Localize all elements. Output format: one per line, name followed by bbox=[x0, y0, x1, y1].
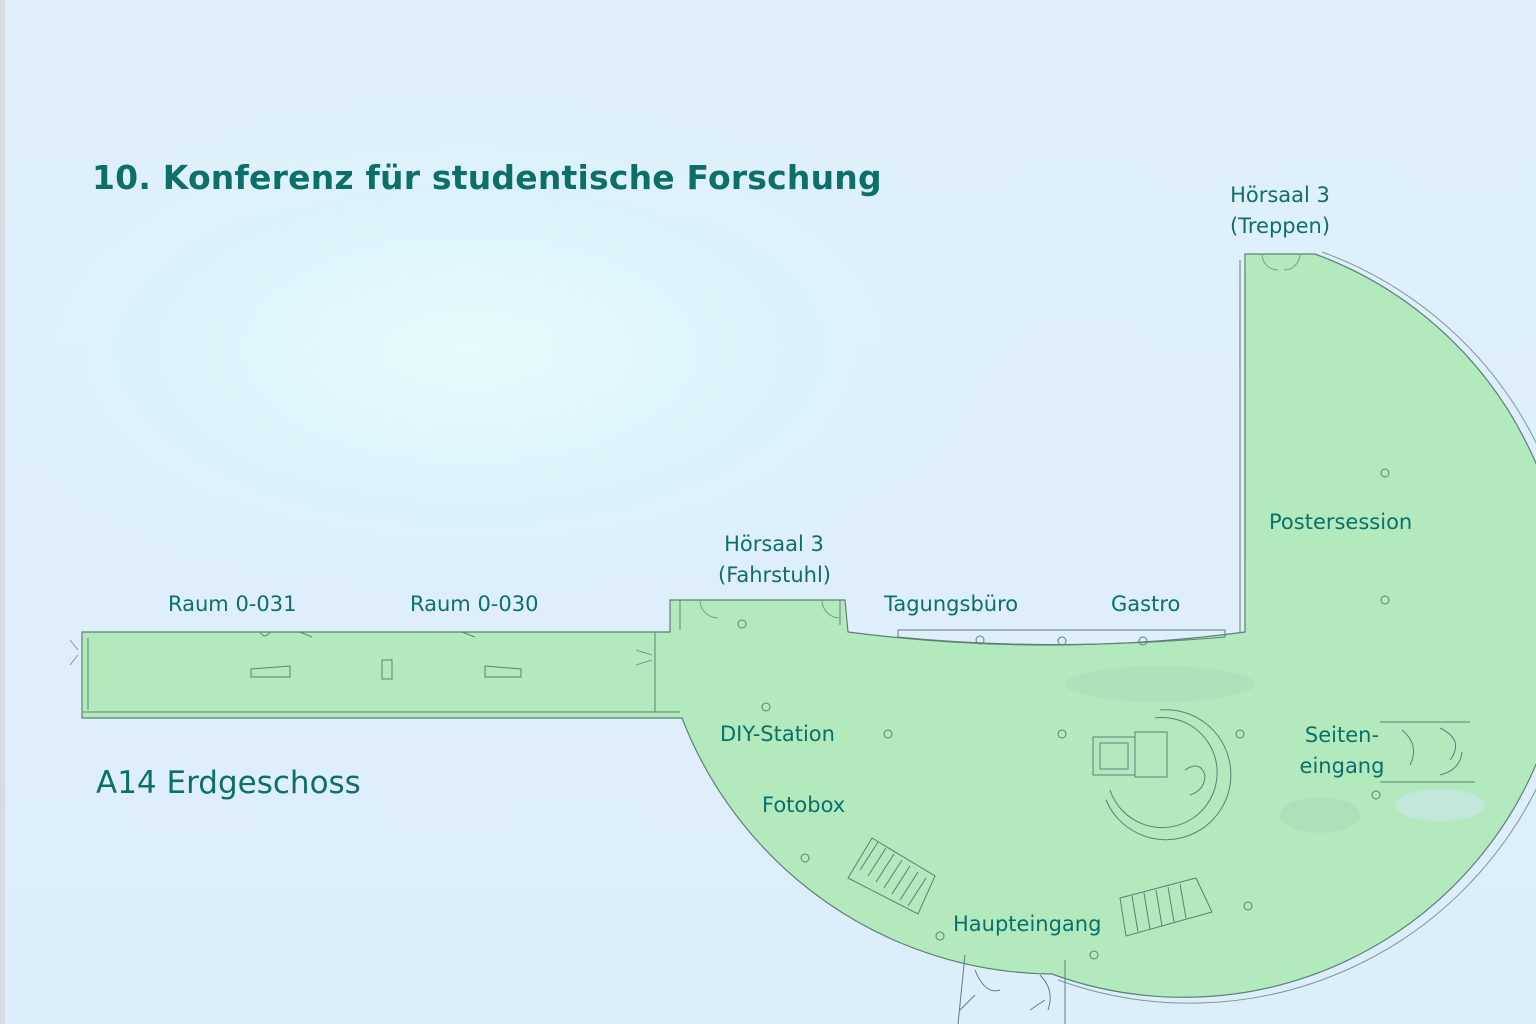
room-label-line: (Treppen) bbox=[1229, 214, 1331, 238]
corridor-walls bbox=[82, 260, 1241, 713]
shadow-blobs bbox=[1065, 666, 1485, 833]
door-swings bbox=[69, 253, 1301, 666]
room-label-line: Hörsaal 3 bbox=[1230, 183, 1330, 207]
room-label-diy-station: DIY-Station bbox=[720, 722, 835, 746]
corridor-furniture bbox=[250, 631, 522, 680]
staircase-left bbox=[847, 837, 936, 915]
room-label-line: Hörsaal 3 bbox=[724, 532, 824, 556]
room-label-fotobox: Fotobox bbox=[762, 793, 846, 817]
room-label-line: Seiten- bbox=[1304, 723, 1380, 747]
room-label-line: eingang bbox=[1299, 754, 1385, 778]
facade-line bbox=[1057, 251, 1536, 1004]
room-label-line: (Fahrstuhl) bbox=[718, 563, 831, 587]
main-entrance-doors bbox=[957, 954, 1066, 1024]
room-label-raum-0-030: Raum 0-030 bbox=[410, 592, 539, 616]
central-core bbox=[1092, 709, 1232, 841]
room-label-hoersaal-treppen: Hörsaal 3 (Treppen) bbox=[1226, 180, 1334, 242]
side-entrance-doors bbox=[1380, 721, 1475, 783]
columns bbox=[737, 468, 1390, 960]
window-edge bbox=[0, 0, 5, 1024]
room-label-postersession: Postersession bbox=[1269, 510, 1413, 534]
floor-area bbox=[81, 253, 1536, 998]
staircase-right bbox=[1119, 877, 1213, 937]
room-label-seiteneingang: Seiten- eingang bbox=[1296, 720, 1388, 782]
room-label-hoersaal-fahrstuhl: Hörsaal 3 (Fahrstuhl) bbox=[718, 529, 831, 591]
room-label-gastro: Gastro bbox=[1111, 592, 1181, 616]
room-label-haupteingang: Haupteingang bbox=[953, 912, 1102, 936]
floor-label: A14 Erdgeschoss bbox=[96, 765, 361, 801]
room-label-tagungsbuero: Tagungsbüro bbox=[884, 592, 1019, 616]
page-title: 10. Konferenz für studentische Forschung bbox=[92, 158, 882, 197]
room-label-raum-0-031: Raum 0-031 bbox=[168, 592, 297, 616]
